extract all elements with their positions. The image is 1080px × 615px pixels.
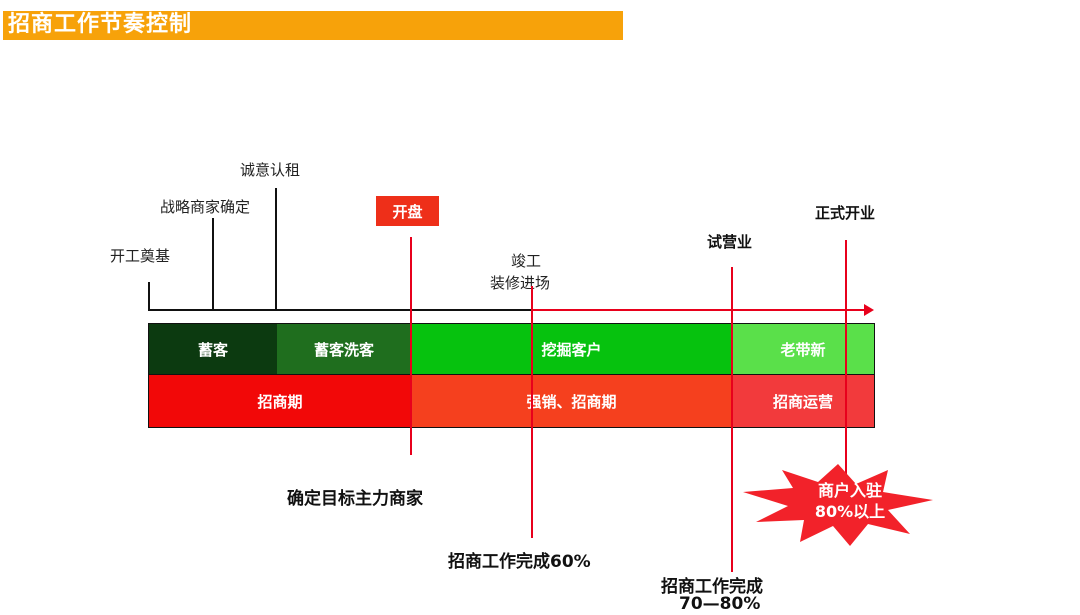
label-zhengshi: 正式开业: [815, 204, 876, 222]
timeline-arrow-icon: [864, 304, 874, 316]
phase-qiangxiao: 强销、招商期: [411, 375, 732, 427]
phase-zhaoshang: 招商期: [149, 375, 411, 427]
line-shiyingye: [731, 267, 733, 572]
kaipan-badge: 开盘: [376, 196, 439, 226]
burst-shape: [743, 464, 933, 546]
phase-yunying: 招商运营: [732, 375, 874, 427]
label-done7080-line2: 70—80%: [679, 594, 761, 614]
milestone-tick-zhanlue: [212, 218, 214, 311]
page-title: 招商工作节奏控制: [8, 12, 193, 37]
phase-wajue: 挖掘客户: [411, 324, 732, 374]
burst-label: 商户入驻 80%以上: [780, 480, 920, 522]
burst-line-1: 商户入驻: [817, 481, 882, 500]
label-chengyi: 诚意认租: [240, 161, 301, 179]
label-done60: 招商工作完成60%: [448, 552, 591, 572]
milestone-tick-kaigong: [148, 282, 150, 311]
phase-row-divider: [149, 374, 874, 375]
line-kaipan: [410, 237, 412, 455]
phase-xuke-xike: 蓄客洗客: [277, 324, 411, 374]
phase-xuke: 蓄客: [149, 324, 277, 374]
timeline-axis-red: [533, 309, 865, 311]
label-shiyingye: 试营业: [707, 233, 753, 251]
label-kaigong: 开工奠基: [110, 247, 171, 265]
label-zhanlue: 战略商家确定: [160, 198, 251, 216]
label-zhuangxiu: 装修进场: [490, 274, 551, 292]
phase-bar-frame: [148, 323, 875, 428]
phase-laodaixin: 老带新: [732, 324, 874, 374]
label-jungong: 竣工: [511, 252, 542, 270]
milestone-tick-chengyi: [275, 188, 277, 311]
label-target: 确定目标主力商家: [287, 489, 423, 509]
line-zhengshi: [845, 240, 847, 480]
title-bar: [3, 11, 623, 40]
line-jungong: [531, 286, 533, 538]
label-done7080-line1: 招商工作完成: [661, 577, 763, 597]
timeline-axis-black: [148, 309, 533, 311]
burst-line-2: 80%以上: [814, 502, 886, 521]
